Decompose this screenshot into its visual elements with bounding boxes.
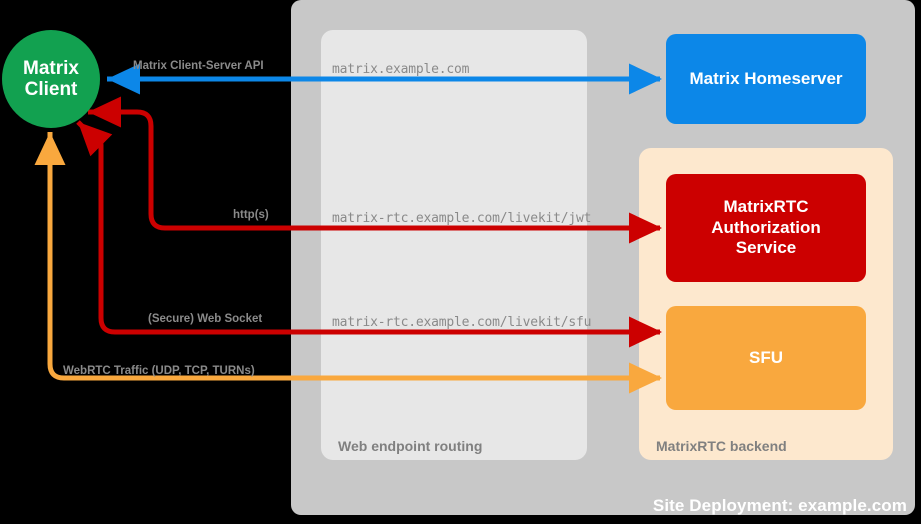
- node-sfu-label: SFU: [749, 348, 783, 367]
- web-endpoint-routing-label: Web endpoint routing: [338, 438, 483, 454]
- node-matrixrtc-authorization-service-label: MatrixRTC Authorization Service: [711, 197, 821, 259]
- edge-label-sfu-websocket: (Secure) Web Socket: [148, 313, 263, 325]
- endpoint-livekit-sfu: matrix-rtc.example.com/livekit/sfu: [332, 315, 592, 330]
- site-deployment-label: Site Deployment: example.com: [652, 496, 907, 515]
- web-endpoint-routing-group: [321, 30, 587, 460]
- node-matrix-client-label: Matrix Client: [23, 58, 79, 101]
- auth-label-line3: Service: [735, 238, 797, 258]
- node-matrix-client[interactable]: Matrix Client: [2, 30, 100, 128]
- auth-label-line1: MatrixRTC: [723, 196, 809, 216]
- node-matrix-homeserver-label: Matrix Homeserver: [689, 69, 843, 88]
- node-matrix-client-label-line1: Matrix: [23, 57, 79, 79]
- edge-label-jwt-http: http(s): [233, 209, 269, 221]
- edge-label-client-server-api: Matrix Client-Server API: [133, 60, 264, 72]
- matrixrtc-backend-label: MatrixRTC backend: [656, 438, 787, 454]
- node-sfu[interactable]: SFU: [666, 306, 866, 410]
- endpoint-livekit-jwt: matrix-rtc.example.com/livekit/jwt: [332, 211, 592, 226]
- auth-label-line2: Authorization: [711, 217, 821, 237]
- endpoint-matrix-example-com: matrix.example.com: [332, 62, 470, 77]
- edge-label-webrtc-traffic: WebRTC Traffic (UDP, TCP, TURNs): [63, 365, 255, 377]
- node-matrix-homeserver[interactable]: Matrix Homeserver: [666, 34, 866, 124]
- node-matrixrtc-authorization-service[interactable]: MatrixRTC Authorization Service: [666, 174, 866, 282]
- node-matrix-client-label-line2: Client: [24, 79, 78, 100]
